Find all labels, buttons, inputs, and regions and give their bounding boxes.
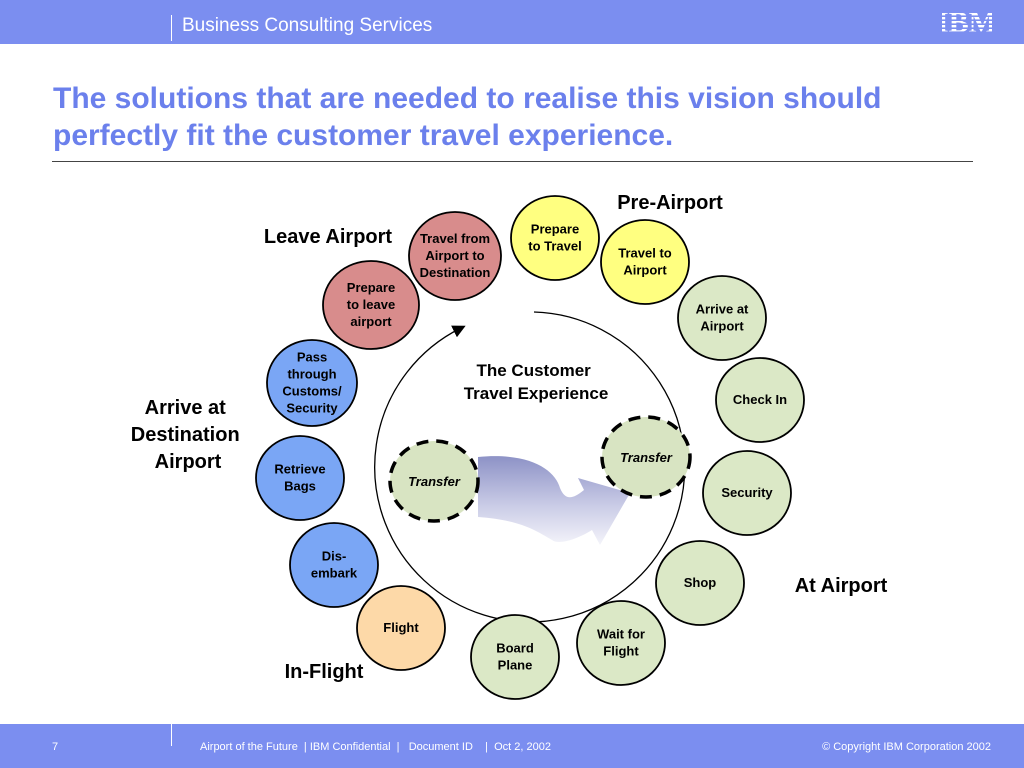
transfer-swoosh-arrow xyxy=(478,456,630,545)
node-flight: Flight xyxy=(356,585,446,671)
node-shop: Shop xyxy=(655,540,745,626)
node-circle xyxy=(255,435,345,521)
phase-in-flight: In-Flight xyxy=(285,661,364,683)
node-circle xyxy=(677,275,767,361)
node-circle xyxy=(576,600,666,686)
node-label: Dis-embark xyxy=(311,549,358,581)
node-transfer-right: Transfer xyxy=(600,415,692,499)
phase-pre-airport: Pre-Airport xyxy=(617,192,723,214)
node-label: Check In xyxy=(733,392,787,407)
diagram-center-label: The Customer Travel Experience xyxy=(464,361,609,403)
copyright: © Copyright IBM Corporation 2002 xyxy=(822,741,991,753)
footer-bar: 7 Airport of the Future | IBM Confidenti… xyxy=(0,724,1024,768)
org-name: Business Consulting Services xyxy=(182,15,433,36)
node-circle xyxy=(715,357,805,443)
node-transfer-left: Transfer xyxy=(388,439,480,523)
phase-arrive-destination: Arrive at Destination Airport xyxy=(131,397,245,473)
transfer-circle xyxy=(388,439,480,523)
cycle-arc xyxy=(374,311,686,623)
travel-experience-diagram: The Customer Travel Experience Pre-Airpo… xyxy=(131,192,888,700)
header-bar: Business Consulting Services IBM xyxy=(0,0,1024,44)
node-circle xyxy=(289,522,379,608)
node-label: Security xyxy=(721,485,773,500)
footer-info: Airport of the Future | IBM Confidential… xyxy=(200,741,551,753)
node-security: Security xyxy=(702,450,792,536)
transfer-circle xyxy=(600,415,692,499)
header-separator xyxy=(171,15,172,41)
node-label: Flight xyxy=(383,620,419,635)
node-label: Shop xyxy=(684,575,717,590)
node-circle xyxy=(655,540,745,626)
node-circle xyxy=(510,195,600,281)
ibm-logo-icon: IBM xyxy=(942,6,992,37)
transfer-label: Transfer xyxy=(408,474,461,489)
node-circle xyxy=(322,260,420,350)
node-circle xyxy=(408,211,502,301)
phase-at-airport: At Airport xyxy=(795,575,888,597)
page-title: The solutions that are needed to realise… xyxy=(53,82,882,152)
title-divider xyxy=(52,161,973,162)
transfer-label: Transfer xyxy=(620,450,673,465)
node-circle xyxy=(702,450,792,536)
page-number: 7 xyxy=(52,741,59,753)
node-circle xyxy=(266,339,358,427)
svg-text:IBM: IBM xyxy=(942,6,992,37)
node-circle xyxy=(356,585,446,671)
phase-leave-airport: Leave Airport xyxy=(264,226,393,248)
node-circle xyxy=(600,219,690,305)
node-disembark: Dis-embark xyxy=(289,522,379,608)
node-check-in: Check In xyxy=(715,357,805,443)
node-circle xyxy=(470,614,560,700)
footer-separator xyxy=(171,724,172,746)
